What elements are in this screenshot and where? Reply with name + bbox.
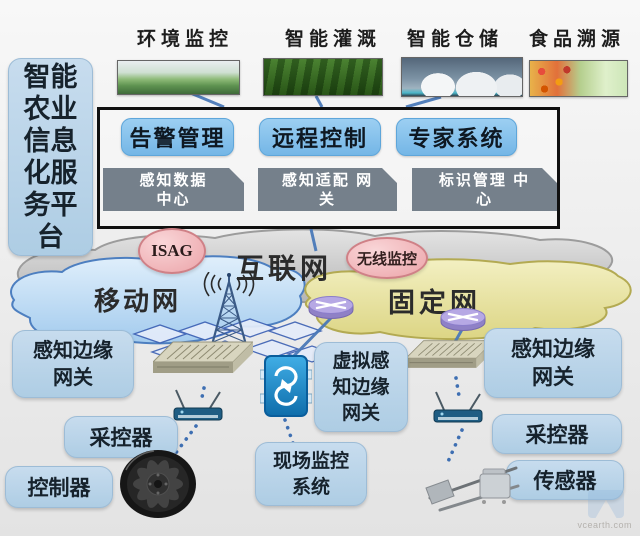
internet-label: 互联网 [236,254,333,285]
photo-food-traceability [529,60,628,97]
sensor-label: 传感器 [506,460,624,500]
label-line: 系统 [291,477,330,498]
virtual-edge-gateway-label: 虚拟感 知边缘 网关 [314,342,408,432]
app-label-food-traceability: 食品溯源 [528,29,625,50]
edge-gateway-left-label: 感知边缘 网关 [12,330,134,398]
module-line: 心 [475,190,493,208]
dotted-connector-line [199,386,206,404]
module-line: 中心 [156,190,191,208]
connector-line [314,95,324,108]
button-remote-control: 远程控制 [259,118,381,156]
wireless-ap-icon [168,386,228,426]
isag-ellipse: ISAG [138,228,206,274]
photo-environment-monitoring [117,60,240,95]
button-expert-system: 专家系统 [396,118,517,156]
controller-label: 控制器 [5,466,113,508]
label-line: 感知边缘 [511,338,595,361]
label-line: 感知边缘 [33,340,113,362]
photo-smart-warehousing [401,57,523,97]
virtual-switch-icon [259,354,313,418]
photo-smart-irrigation [263,58,383,96]
module-line: 感知数据 [139,171,208,189]
module-line: 标识管理 中 [438,171,531,189]
module-perception-adapter-gateway: 感知适配 网 关 [258,168,397,211]
label-line: 现场监控 [272,451,349,472]
network-switch-icon [404,338,496,382]
dotted-connector-line [173,424,198,456]
label-line: 虚拟感 [332,351,390,372]
site-monitoring-system-label: 现场监控 系统 [255,442,367,506]
app-label-environment-monitoring: 环境监控 [136,29,233,50]
platform-title: 智能农业信息化服务平台 [8,58,93,256]
edge-gateway-right-label: 感知边缘 网关 [484,328,622,398]
module-id-management-center: 标识管理 中 心 [412,168,557,211]
wireless-monitor-ellipse: 无线监控 [346,237,428,279]
router-icon [306,292,356,322]
app-label-smart-warehousing: 智能仓储 [406,29,503,50]
label-line: 网关 [341,403,380,424]
router-icon [438,304,488,334]
button-alarm-management: 告警管理 [121,118,234,156]
dotted-connector-line [445,428,464,466]
module-perception-data-center: 感知数据 中心 [103,168,244,211]
watermark-text: vcearth.com [577,520,632,530]
network-switch-icon [151,340,255,388]
dotted-connector-line [283,418,295,445]
mobile-network-label: 移动网 [94,287,182,316]
collector-right-label: 采控器 [492,414,622,454]
connector-line [309,228,318,252]
fan-device-photo [118,448,198,520]
app-label-smart-irrigation: 智能灌溉 [284,29,381,50]
module-line: 感知适配 网 [281,171,374,189]
label-line: 网关 [532,366,574,389]
wireless-ap-icon [428,388,488,428]
label-line: 知边缘 [332,377,390,398]
field-sensor-photo [424,458,526,516]
dotted-connector-line [454,376,461,398]
watermark-logo [588,490,624,518]
connector-line [405,95,442,109]
label-line: 网关 [53,367,93,389]
module-line: 关 [318,190,336,208]
